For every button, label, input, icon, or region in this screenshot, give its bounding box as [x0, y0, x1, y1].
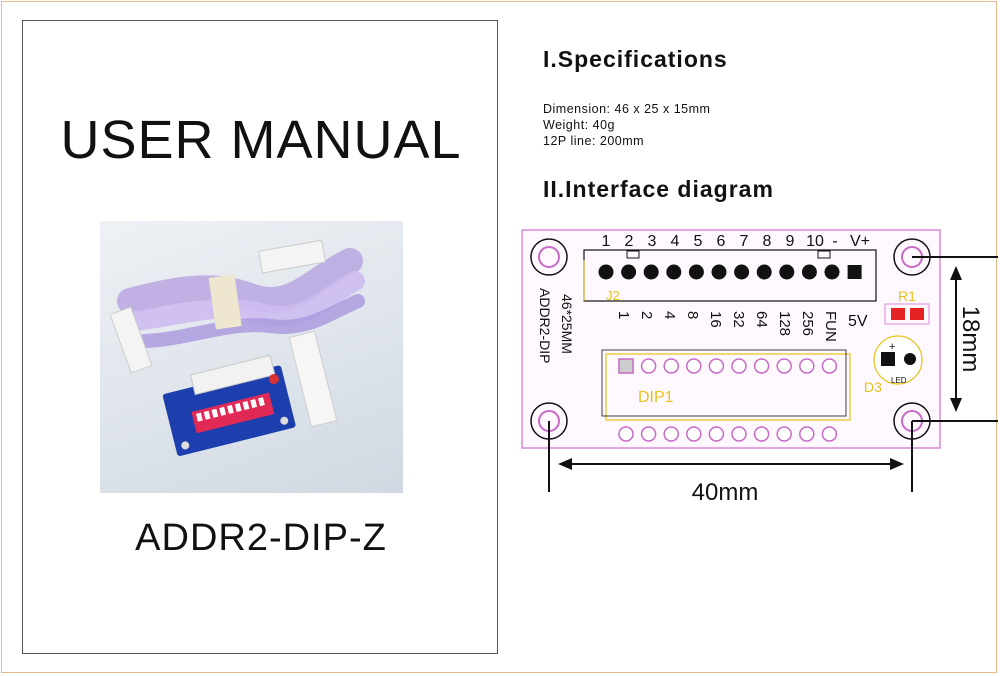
- height-dimension-line: [912, 256, 998, 422]
- pin-number-labels: 1 2 3 4 5 6 7 8 9 10 - V+: [602, 233, 870, 250]
- dip-label: DIP1: [638, 389, 674, 406]
- pin-label-8: 8: [763, 233, 772, 250]
- spec-dimension: Dimension: 46 x 25 x 15mm: [543, 102, 711, 116]
- dip-pads-bottom: [618, 426, 838, 442]
- interface-heading: II.Interface diagram: [543, 176, 774, 202]
- pin-label-minus: -: [832, 233, 837, 250]
- pin-label-9: 9: [786, 233, 795, 250]
- led-plus-label: +: [889, 341, 895, 353]
- led-d3: [873, 335, 923, 385]
- address-label-8: 8: [684, 311, 701, 319]
- address-label-16: 16: [707, 311, 724, 328]
- connector-pins: [598, 264, 862, 280]
- address-label-4: 4: [661, 311, 678, 319]
- spec-weight: Weight: 40g: [543, 118, 615, 132]
- dip-pad: [686, 426, 702, 442]
- dip-pad: [686, 358, 702, 374]
- dip-pad: [753, 426, 770, 442]
- spec-line-length: 12P line: 200mm: [543, 134, 645, 148]
- dip-pad: [663, 426, 679, 442]
- dip-pad: [618, 358, 634, 374]
- pin-label-10: 10: [806, 233, 824, 250]
- board-size-label: 46*25MM: [559, 294, 575, 354]
- dip-pad: [640, 358, 657, 374]
- dip-pad: [821, 426, 838, 442]
- connector-pin: [598, 264, 614, 280]
- dip-pad: [799, 358, 815, 374]
- dip-pad: [663, 358, 679, 374]
- dip-pad: [753, 358, 770, 374]
- connector-pin: [847, 265, 862, 279]
- connector-pin: [643, 264, 659, 280]
- product-photo: [100, 221, 403, 493]
- address-label-fun: FUN: [822, 311, 839, 342]
- pin-label-2: 2: [625, 233, 634, 250]
- dip-pads-top: [618, 358, 838, 374]
- pin-label-6: 6: [717, 233, 726, 250]
- dip-pad: [708, 358, 725, 374]
- resistor-r1: [884, 303, 930, 325]
- voltage-label: 5V: [848, 313, 868, 330]
- height-dimension-label: 18mm: [957, 306, 984, 373]
- pcb-module: [162, 354, 296, 456]
- manual-cover: USER MANUAL: [22, 20, 498, 654]
- address-label-64: 64: [753, 311, 770, 328]
- address-weight-labels: 1 2 4 8 16 32 64 128 256 FUN: [615, 311, 839, 342]
- dip-pad: [618, 426, 634, 442]
- connector-pin: [801, 264, 817, 280]
- connector-pin: [734, 264, 750, 280]
- width-dimension-line: [548, 421, 913, 492]
- pin-label-3: 3: [648, 233, 657, 250]
- dip-pad: [776, 426, 792, 442]
- pin-label-1: 1: [602, 233, 611, 250]
- ribbon-cable: [109, 239, 365, 374]
- connector-pin: [688, 264, 704, 280]
- led-ref-label: D3: [864, 379, 882, 395]
- pin-label-vplus: V+: [850, 233, 870, 250]
- cover-title: USER MANUAL: [60, 110, 462, 170]
- specifications-list: Dimension: 46 x 25 x 15mm Weight: 40g 12…: [543, 101, 710, 149]
- width-dimension-label: 40mm: [692, 479, 759, 506]
- connector-pin: [621, 264, 637, 280]
- address-label-1: 1: [615, 311, 632, 319]
- connector-pin: [756, 264, 772, 280]
- dip-pad: [799, 426, 815, 442]
- dip-pad: [708, 426, 725, 442]
- address-label-32: 32: [730, 311, 747, 328]
- connector-pin: [779, 264, 795, 280]
- dip-pad: [776, 358, 792, 374]
- dip-pad: [821, 358, 838, 374]
- cover-model-name: ADDR2-DIP-Z: [135, 517, 387, 559]
- loose-connector: [288, 330, 338, 428]
- connector-pin: [666, 264, 682, 280]
- board-name-label: ADDR2-DIP: [537, 288, 553, 363]
- connector-j2: [583, 249, 877, 302]
- dip-pad: [731, 426, 747, 442]
- dip-pad: [640, 426, 657, 442]
- connector-pin: [824, 264, 840, 280]
- led-text: LED: [891, 376, 907, 385]
- dip-pad: [731, 358, 747, 374]
- connector-pin: [711, 264, 727, 280]
- product-photo-illustration: [109, 239, 365, 456]
- dip-switch-footprint: [601, 349, 851, 442]
- resistor-label: R1: [898, 288, 916, 304]
- pin-label-5: 5: [694, 233, 703, 250]
- address-label-256: 256: [799, 311, 816, 336]
- pin-label-4: 4: [671, 233, 680, 250]
- address-label-128: 128: [776, 311, 793, 336]
- pin-label-7: 7: [740, 233, 749, 250]
- specifications-heading: I.Specifications: [543, 46, 728, 72]
- connector-j2-label: J2: [606, 288, 620, 303]
- address-label-2: 2: [638, 311, 655, 319]
- pcb-outline: [521, 229, 941, 449]
